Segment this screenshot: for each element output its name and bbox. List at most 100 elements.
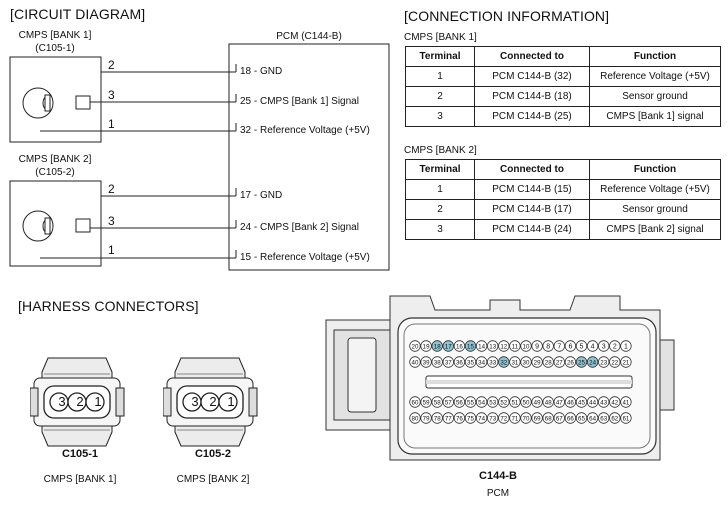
pcm-pin xyxy=(575,396,588,408)
c105-2-connector-drawing xyxy=(163,357,258,447)
pcm-pin xyxy=(464,412,477,424)
pcm-pin xyxy=(564,356,577,368)
pcm-pin-number: 6 xyxy=(568,343,572,350)
circuit-schematic xyxy=(9,43,390,271)
pcm-box xyxy=(228,43,390,271)
pcm-terminal-label: 24 - CMPS [Bank 2] Signal xyxy=(240,222,359,233)
pcm-pin xyxy=(498,396,510,408)
pcm-pin-number: 33 xyxy=(489,359,496,366)
table-cell: Reference Voltage (+5V) xyxy=(589,66,721,87)
bank1-pin-label: 1 xyxy=(108,117,115,131)
pcm-pin-number: 80 xyxy=(412,415,419,422)
pcm-pin xyxy=(575,412,588,424)
pcm-pin xyxy=(598,356,610,368)
pcm-pin-number: 31 xyxy=(511,359,518,366)
bank1-connection-table: Terminal Connected to Function 1 PCM C14… xyxy=(405,46,721,127)
pcm-pin xyxy=(431,340,443,352)
pcm-pin-number: 35 xyxy=(467,359,474,366)
pcm-pin-number: 63 xyxy=(600,415,607,422)
pcm-pin xyxy=(520,412,532,424)
pcm-pin-number: 74 xyxy=(478,415,485,422)
column-header: Connected to xyxy=(474,159,590,180)
pcm-pin-number: 67 xyxy=(556,415,563,422)
pcm-pin xyxy=(564,340,577,352)
pcm-pin xyxy=(575,356,588,368)
pcm-pin xyxy=(586,396,599,408)
column-header: Function xyxy=(589,46,721,67)
pcm-pin xyxy=(586,356,599,368)
pcm-pin-number: 45 xyxy=(578,399,585,406)
c105-1-name: C105-1 xyxy=(61,448,99,460)
table-cell: PCM C144-B (17) xyxy=(474,199,590,220)
pcm-pin-number: 36 xyxy=(456,359,463,366)
bank1-sensor-box xyxy=(9,56,102,143)
pcm-pin-number: 52 xyxy=(500,399,507,406)
pcm-pin xyxy=(542,340,554,352)
table-cell: 1 xyxy=(405,179,475,200)
pcm-pin xyxy=(609,340,621,352)
pcm-pin xyxy=(498,412,510,424)
table-cell: Reference Voltage (+5V) xyxy=(589,179,721,200)
pcm-pin-number: 42 xyxy=(611,399,618,406)
pcm-pin-number: 24 xyxy=(589,359,596,366)
table-row: 2 PCM C144-B (17) Sensor ground xyxy=(405,199,721,220)
pcm-pin-number: 78 xyxy=(434,415,441,422)
column-header: Connected to xyxy=(474,46,590,67)
pcm-terminal-label: 18 - GND xyxy=(240,66,283,77)
table-row: 3 PCM C144-B (24) CMPS [Bank 2] signal xyxy=(405,219,721,240)
pcm-pin-number: 59 xyxy=(423,399,430,406)
harness-connectors-title: [HARNESS CONNECTORS] xyxy=(18,298,199,314)
pcm-pin xyxy=(486,412,499,424)
pcm-pin-number: 17 xyxy=(445,343,452,350)
pcm-pin-number: 75 xyxy=(467,415,474,422)
pcm-pin xyxy=(442,356,455,368)
pcm-pin-number: 29 xyxy=(534,359,541,366)
table-cell: PCM C144-B (24) xyxy=(474,219,590,240)
pcm-pin xyxy=(509,340,521,352)
circuit-diagram-title: [CIRCUIT DIAGRAM] xyxy=(10,6,146,22)
pcm-pin xyxy=(409,356,421,368)
pcm-pin-number: 38 xyxy=(434,359,441,366)
column-header: Terminal xyxy=(405,159,475,180)
pcm-pin xyxy=(486,396,499,408)
pcm-pin xyxy=(486,340,499,352)
pcm-pin xyxy=(431,412,443,424)
pcm-pin-number: 40 xyxy=(412,359,419,366)
table-header-row: Terminal Connected to Function xyxy=(405,159,721,180)
pcm-pin-number: 64 xyxy=(589,415,596,422)
pcm-pin xyxy=(453,356,466,368)
pcm-pin-number: 26 xyxy=(567,359,574,366)
bank1-pin-label: 3 xyxy=(108,88,115,102)
pcm-pin xyxy=(453,396,466,408)
table-cell: PCM C144-B (32) xyxy=(474,66,590,87)
table-row: 3 PCM C144-B (25) CMPS [Bank 1] signal xyxy=(405,106,721,127)
pcm-terminal-label: 15 - Reference Voltage (+5V) xyxy=(240,252,370,263)
pcm-pin xyxy=(453,340,466,352)
table-cell: 1 xyxy=(405,66,475,87)
c105-2-desc: CMPS [BANK 2] xyxy=(176,474,250,485)
pcm-pin-number: 62 xyxy=(611,415,618,422)
pcm-pin-number: 18 xyxy=(434,343,441,350)
connection-info-title: [CONNECTION INFORMATION] xyxy=(404,8,610,24)
column-header: Function xyxy=(589,159,721,180)
bank2-pin-label: 3 xyxy=(108,214,115,228)
pcm-pin-number: 15 xyxy=(467,343,474,350)
pcm-pin xyxy=(531,356,543,368)
pcm-pin xyxy=(486,356,499,368)
pcm-pin xyxy=(620,396,632,408)
pcm-pin-number: 50 xyxy=(523,399,530,406)
pcm-pin-number: 37 xyxy=(445,359,452,366)
table-cell: CMPS [Bank 1] signal xyxy=(589,106,721,127)
pcm-pin-number: 47 xyxy=(556,399,563,406)
pcm-pin-number: 69 xyxy=(534,415,541,422)
pcm-pin-number: 9 xyxy=(535,343,539,350)
pcm-pin-number: 61 xyxy=(622,415,629,422)
table-header-row: Terminal Connected to Function xyxy=(405,46,721,67)
connector-pin: 2 xyxy=(209,394,217,409)
pcm-pin xyxy=(420,412,432,424)
pcm-pin xyxy=(598,340,610,352)
pcm-pin-number: 49 xyxy=(534,399,541,406)
pcm-pin-number: 16 xyxy=(456,343,463,350)
pcm-pin xyxy=(586,412,599,424)
